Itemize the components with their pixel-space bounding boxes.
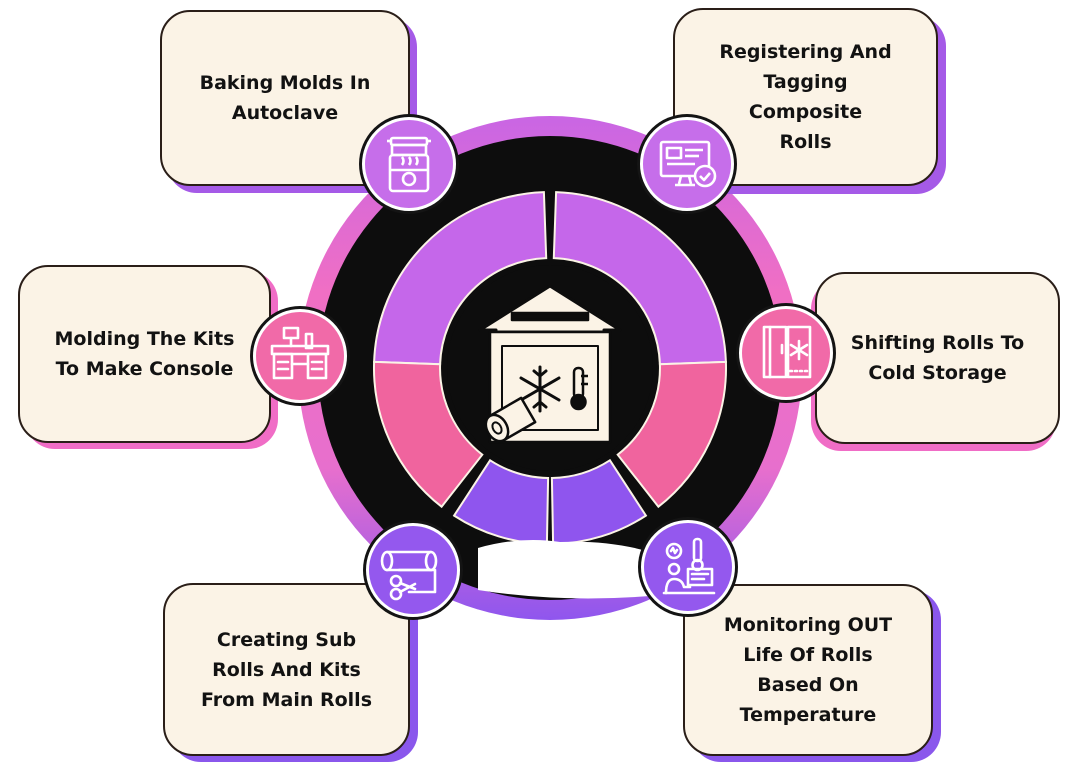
cutting-badge [366,523,460,617]
segment-bottom-left [452,458,550,546]
registration-badge [640,117,734,211]
step-label: Molding The Kits To Make Console [54,328,235,380]
step-label: Creating Sub Rolls And Kits From Main Ro… [201,628,372,711]
wheel-gap [478,540,650,599]
step-label: Monitoring OUT Life Of Rolls Based On Te… [723,614,893,726]
monitoring-badge [641,520,735,614]
temperature-monitoring-icon [662,537,716,595]
cold-storage-warehouse-icon [478,284,622,444]
autoclave-badge [362,117,456,211]
step-label: Baking Molds In Autoclave [199,72,371,124]
step-card-monitoring-out-life: Monitoring OUT Life Of Rolls Based On Te… [683,584,933,756]
wheel-segments [373,191,727,546]
step-label: Registering And Tagging Composite Rolls [719,41,892,153]
segment-top-right [552,191,727,366]
freezer-badge [739,306,833,400]
step-card-shifting-cold-storage: Shifting Rolls To Cold Storage [815,272,1060,444]
segment-left [373,360,484,509]
step-card-creating-sub-rolls: Creating Sub Rolls And Kits From Main Ro… [163,583,410,756]
segment-right [616,360,727,509]
step-card-molding-kits: Molding The Kits To Make Console [18,265,271,443]
step-label: Shifting Rolls To Cold Storage [850,332,1025,384]
autoclave-icon [387,136,431,193]
computer-registration-icon [659,140,717,188]
segment-top-left [373,191,548,366]
freezer-icon [762,325,812,379]
segment-bottom-right [550,458,648,546]
molding-badge [253,309,347,403]
roll-cutting-icon [380,550,438,601]
molding-machine-icon [270,326,330,380]
